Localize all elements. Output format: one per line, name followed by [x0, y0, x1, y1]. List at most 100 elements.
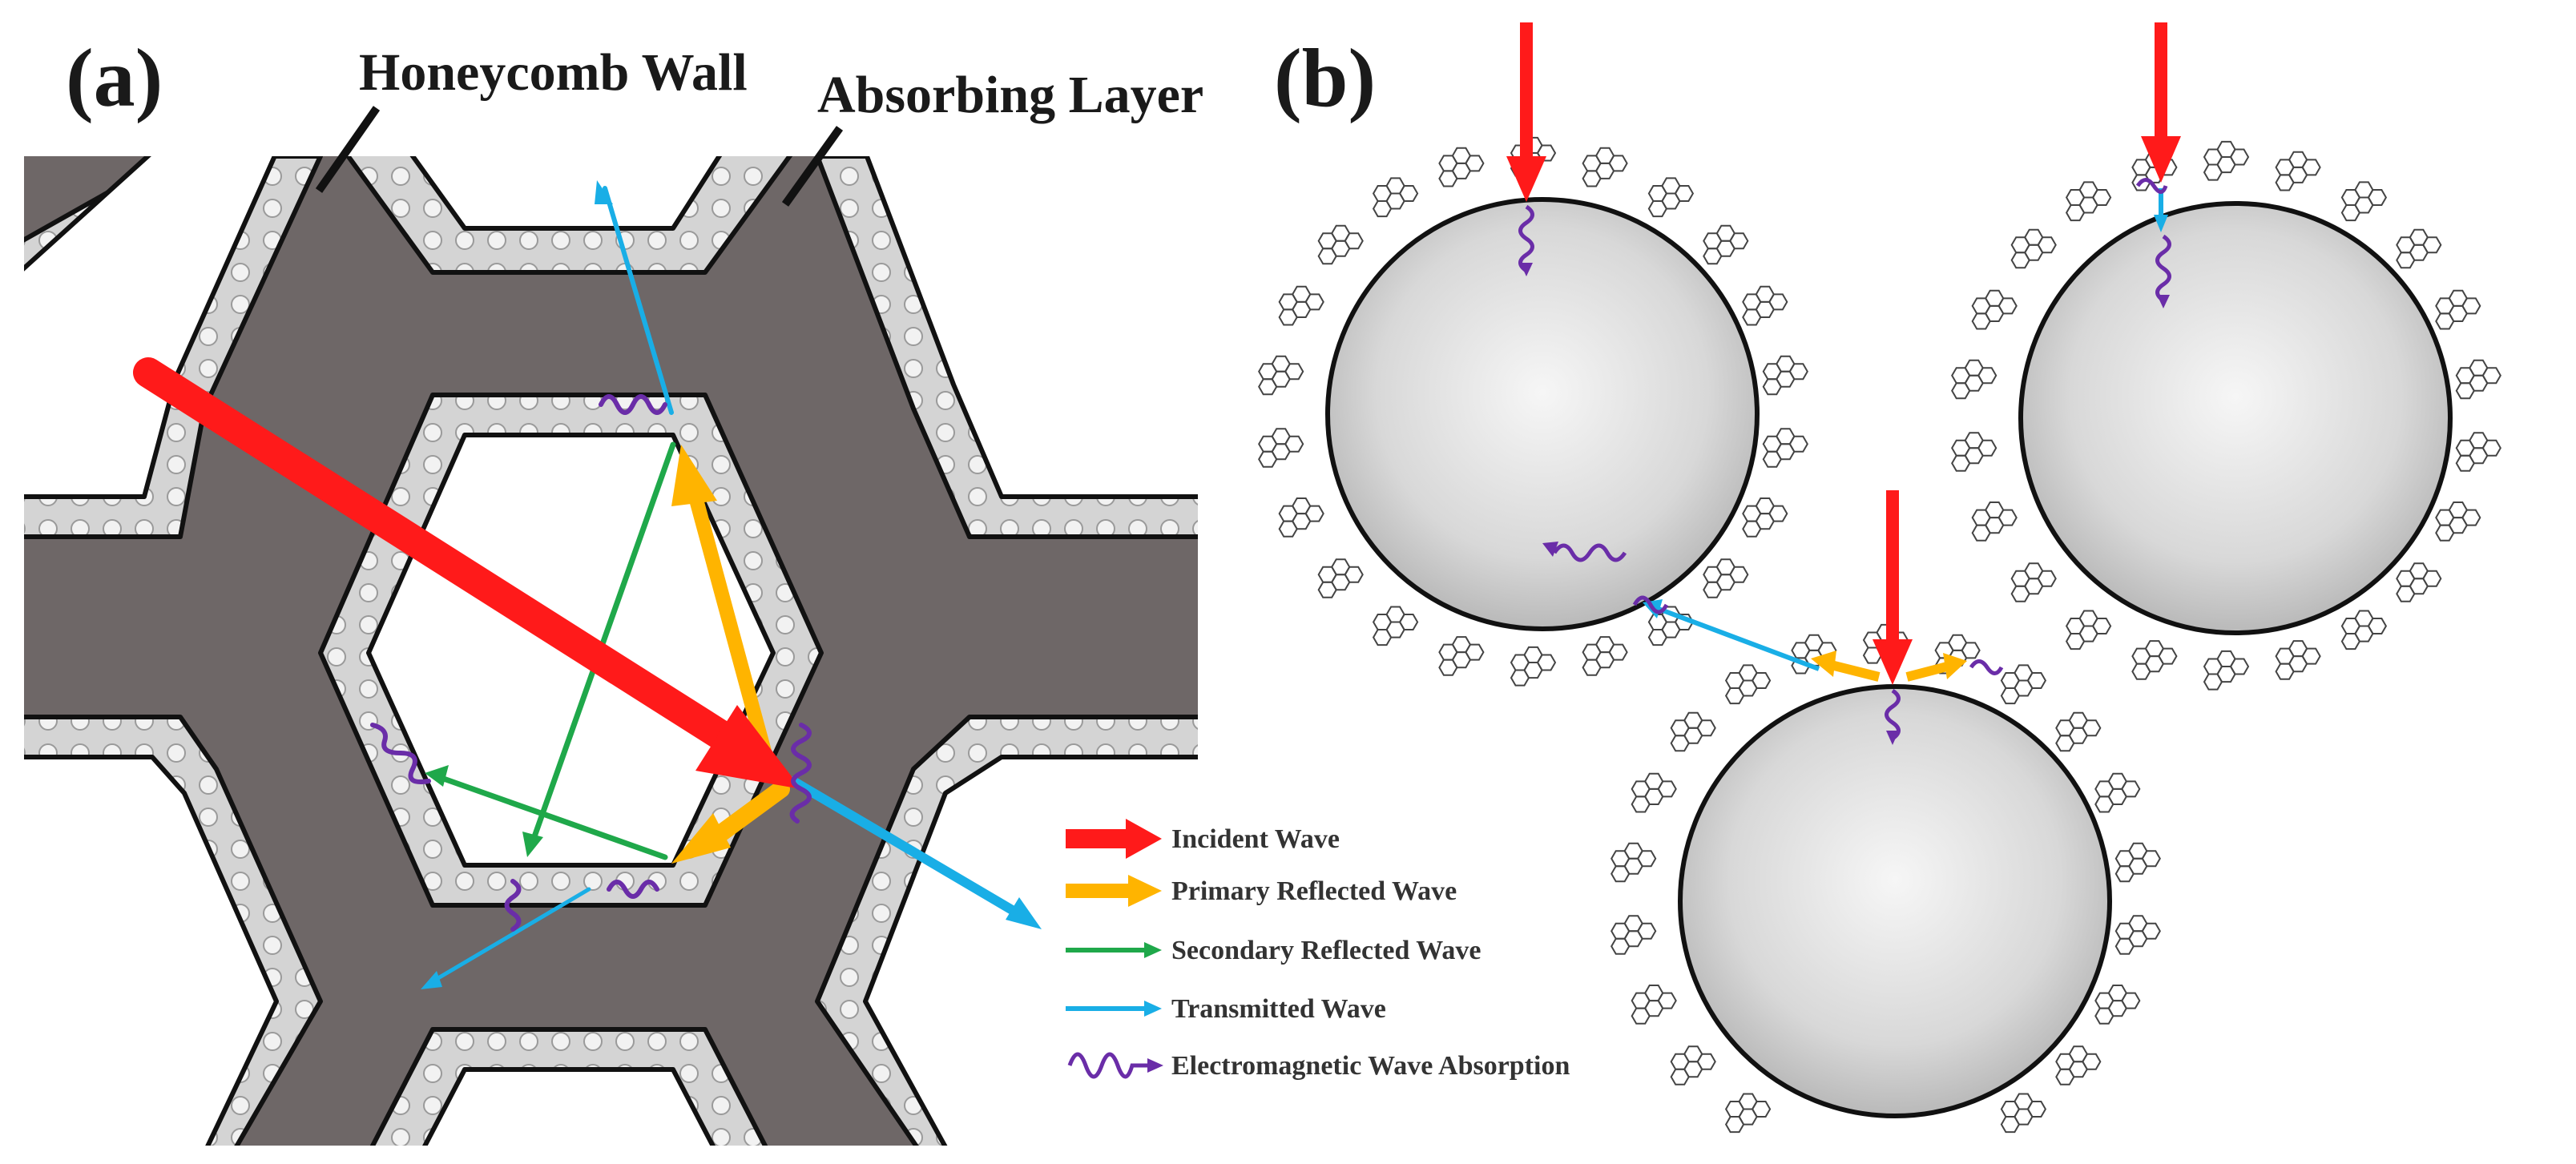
graphene-hexagon: [1637, 850, 1657, 868]
graphene-hexagon: [1762, 450, 1782, 468]
graphene-hexagon: [2301, 159, 2321, 176]
graphene-hexagon: [2455, 382, 2475, 400]
graphene-hexagon: [1372, 200, 1393, 218]
secondary-ray-2-head: [425, 765, 449, 787]
wave-paths-b: [1506, 22, 2181, 745]
absorption-b-6-head: [1886, 731, 1899, 745]
legend-label-incident: Incident Wave: [1171, 824, 1340, 854]
graphene-hexagon: [1971, 312, 1991, 330]
graphene-hexagon: [2367, 189, 2388, 206]
secondary-ray-2: [436, 774, 668, 860]
incident-arrow-bottom-head: [1873, 639, 1913, 685]
graphene-hexagon: [1998, 297, 2018, 315]
graphene-hexagon: [1465, 155, 1485, 172]
graphene-cluster-icon: [1278, 497, 1324, 538]
purple-squiggle-arrow-icon: [1067, 1052, 1150, 1079]
panel-b-label: (b): [1274, 32, 1376, 124]
honeycomb-cells: [24, 156, 1198, 1146]
graphene-cluster-icon: [2340, 610, 2388, 650]
graphene-hexagon: [2082, 1053, 2102, 1070]
graphene-cluster-icon: [1317, 224, 1364, 265]
graphene-hexagon: [2026, 1101, 2047, 1118]
transmitted-ray-bottom-head: [421, 971, 442, 989]
graphene-hexagon: [1791, 657, 1811, 675]
graphene-hexagon: [2094, 1007, 2114, 1025]
primary-ray-up: [688, 489, 776, 776]
graphene-hexagon: [2435, 524, 2455, 542]
graphene-cluster-icon: [1647, 177, 1695, 218]
graphene-hexagon: [1762, 378, 1782, 396]
graphene-cluster-icon: [1762, 428, 1808, 468]
graphene-cluster-icon: [2094, 772, 2141, 813]
graphene-hexagon: [2422, 570, 2442, 587]
graphene-hexagon: [1582, 170, 1602, 187]
transmitted-ray-up: [603, 186, 674, 415]
graphene-cluster-icon: [2455, 359, 2501, 400]
absorption-squiggle-top: [599, 394, 667, 415]
graphene-cluster-icon: [2114, 915, 2161, 955]
graphene-hexagon: [1951, 382, 1971, 400]
incident-ray-head: [695, 705, 801, 789]
graphene-cluster-icon: [2203, 650, 2250, 691]
sphere-bottom: [1678, 684, 2112, 1118]
graphene-hexagon: [2203, 673, 2223, 691]
graphene-cluster-icon: [1703, 224, 1749, 265]
graphene-hexagon: [1751, 672, 1772, 689]
absorption-b-1: [1518, 204, 1534, 273]
graphene-cluster-icon: [1372, 606, 1419, 646]
graphene-cluster-icon: [2055, 711, 2102, 752]
graphene-cluster-icon: [1791, 634, 1837, 675]
graphene-hexagon: [2275, 663, 2295, 680]
graphene-cluster-icon: [2131, 640, 2178, 680]
graphene-hexagon: [2141, 850, 2161, 868]
graphene-hexagon: [2065, 204, 2086, 222]
graphene-cluster-icon: [1724, 664, 1772, 705]
graphene-hexagon: [1608, 643, 1628, 661]
graphene-hexagon: [1724, 1116, 1745, 1134]
graphene-hexagon: [1729, 566, 1749, 583]
primary-ray-down-head: [671, 813, 731, 864]
absorption-b-5-head: [1542, 542, 1558, 557]
graphene-hexagon: [2131, 174, 2151, 191]
graphene-cluster-icon: [2114, 842, 2161, 883]
absorption-b-4: [1632, 595, 1669, 614]
absorption-b-1-head: [1520, 263, 1533, 276]
absorption-b-3: [2135, 178, 2168, 194]
graphene-hexagon: [1304, 293, 1324, 311]
primary-arrow-bottom-left: [1829, 660, 1881, 682]
graphene-hexagon: [1647, 629, 1668, 646]
graphene-hexagon: [1611, 865, 1631, 883]
absorption-b-2-head: [2157, 295, 2170, 308]
graphene-hexagon: [1284, 435, 1304, 453]
cell-left-upper-interior: [24, 156, 278, 499]
graphene-hexagon: [1977, 439, 1998, 457]
graphene-hexagon: [2010, 252, 2030, 269]
secondary-ray-1-head: [522, 832, 543, 857]
graphene-hexagon: [2121, 780, 2141, 798]
graphene-cluster-icon: [2203, 140, 2250, 181]
graphene-hexagon: [2396, 252, 2416, 269]
absorbing-layer-label: Absorbing Layer: [817, 66, 1203, 124]
graphene-hexagon: [2481, 439, 2501, 457]
cell-top-interior: [409, 156, 723, 231]
graphene-hexagon: [2340, 204, 2361, 222]
absorption-marks-a: [370, 394, 812, 932]
graphene-hexagon: [1961, 642, 1981, 659]
graphene-hexagon: [2481, 367, 2501, 385]
panel-a-honeycomb: [24, 156, 1198, 1146]
thick-orange-arrow-icon-head: [1128, 875, 1162, 907]
graphene-hexagon: [1465, 643, 1485, 661]
graphene-hexagon: [1317, 248, 1337, 265]
absorption-b-2: [2155, 234, 2171, 303]
legend-label-secondary: Secondary Reflected Wave: [1171, 936, 1482, 965]
graphene-cluster-icon: [2396, 562, 2442, 602]
graphene-hexagon: [1674, 185, 1695, 202]
graphene-cluster-icon: [1762, 355, 1808, 396]
graphene-hexagon: [2037, 570, 2057, 587]
graphene-hexagon: [1611, 937, 1631, 955]
graphene-hexagon: [2203, 163, 2223, 181]
thick-red-arrow-icon-head: [1126, 819, 1162, 859]
graphene-hexagon: [2091, 189, 2112, 206]
graphene-hexagon: [1631, 795, 1651, 813]
graphene-cluster-icon: [1971, 289, 2018, 330]
